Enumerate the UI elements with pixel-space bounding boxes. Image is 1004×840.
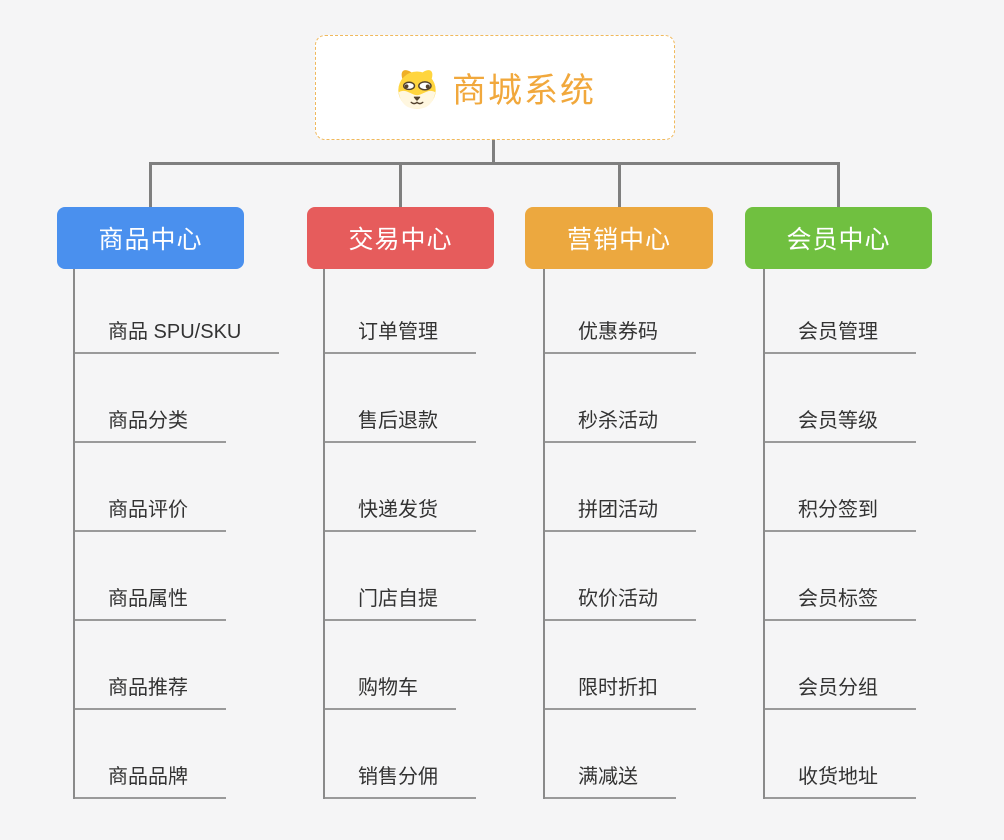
branch-header-trade[interactable]: 交易中心 bbox=[307, 207, 494, 269]
branch-item[interactable]: 会员分组 bbox=[765, 676, 916, 710]
branch-item[interactable]: 会员等级 bbox=[765, 409, 916, 443]
connector-drop-marketing bbox=[618, 162, 621, 208]
branch-item[interactable]: 商品分类 bbox=[75, 409, 226, 443]
connector-drop-product bbox=[149, 162, 152, 208]
branch-column-marketing: 优惠券码 秒杀活动 拼团活动 砍价活动 限时折扣 满减送 bbox=[543, 269, 696, 799]
branch-item[interactable]: 秒杀活动 bbox=[545, 409, 696, 443]
branch-item[interactable]: 快递发货 bbox=[325, 498, 476, 532]
branch-item[interactable]: 会员标签 bbox=[765, 587, 916, 621]
root-node[interactable]: 商城系统 bbox=[315, 35, 675, 140]
branch-item[interactable]: 会员管理 bbox=[765, 320, 916, 354]
branch-header-member[interactable]: 会员中心 bbox=[745, 207, 932, 269]
branch-column-product: 商品 SPU/SKU 商品分类 商品评价 商品属性 商品推荐 商品品牌 bbox=[73, 269, 280, 799]
branch-item[interactable]: 限时折扣 bbox=[545, 676, 696, 710]
branch-column-member: 会员管理 会员等级 积分签到 会员标签 会员分组 收货地址 bbox=[763, 269, 916, 799]
branch-item[interactable]: 收货地址 bbox=[765, 765, 916, 799]
branch-item[interactable]: 拼团活动 bbox=[545, 498, 696, 532]
branch-item[interactable]: 购物车 bbox=[325, 676, 456, 710]
connector-drop-trade bbox=[399, 162, 402, 208]
branch-item[interactable]: 订单管理 bbox=[325, 320, 476, 354]
branch-item[interactable]: 商品品牌 bbox=[75, 765, 226, 799]
branch-item[interactable]: 商品 SPU/SKU bbox=[75, 320, 280, 354]
connector-drop-member bbox=[837, 162, 840, 208]
branch-item[interactable]: 商品属性 bbox=[75, 587, 226, 621]
connector-horizontal-bar bbox=[149, 162, 840, 165]
connector-root-drop bbox=[492, 140, 495, 164]
branch-item[interactable]: 门店自提 bbox=[325, 587, 476, 621]
branch-column-trade: 订单管理 售后退款 快递发货 门店自提 购物车 销售分佣 bbox=[323, 269, 476, 799]
branch-item[interactable]: 积分签到 bbox=[765, 498, 916, 532]
branch-item[interactable]: 砍价活动 bbox=[545, 587, 696, 621]
branch-item[interactable]: 销售分佣 bbox=[325, 765, 476, 799]
branch-item[interactable]: 商品评价 bbox=[75, 498, 226, 532]
branch-header-marketing[interactable]: 营销中心 bbox=[525, 207, 713, 269]
root-title: 商城系统 bbox=[452, 72, 596, 110]
branch-item[interactable]: 售后退款 bbox=[325, 409, 476, 443]
branch-header-product[interactable]: 商品中心 bbox=[57, 207, 244, 269]
branch-item[interactable]: 优惠券码 bbox=[545, 320, 696, 354]
dog-face-icon bbox=[394, 65, 440, 111]
branch-item[interactable]: 商品推荐 bbox=[75, 676, 226, 710]
branch-item[interactable]: 满减送 bbox=[545, 765, 676, 799]
